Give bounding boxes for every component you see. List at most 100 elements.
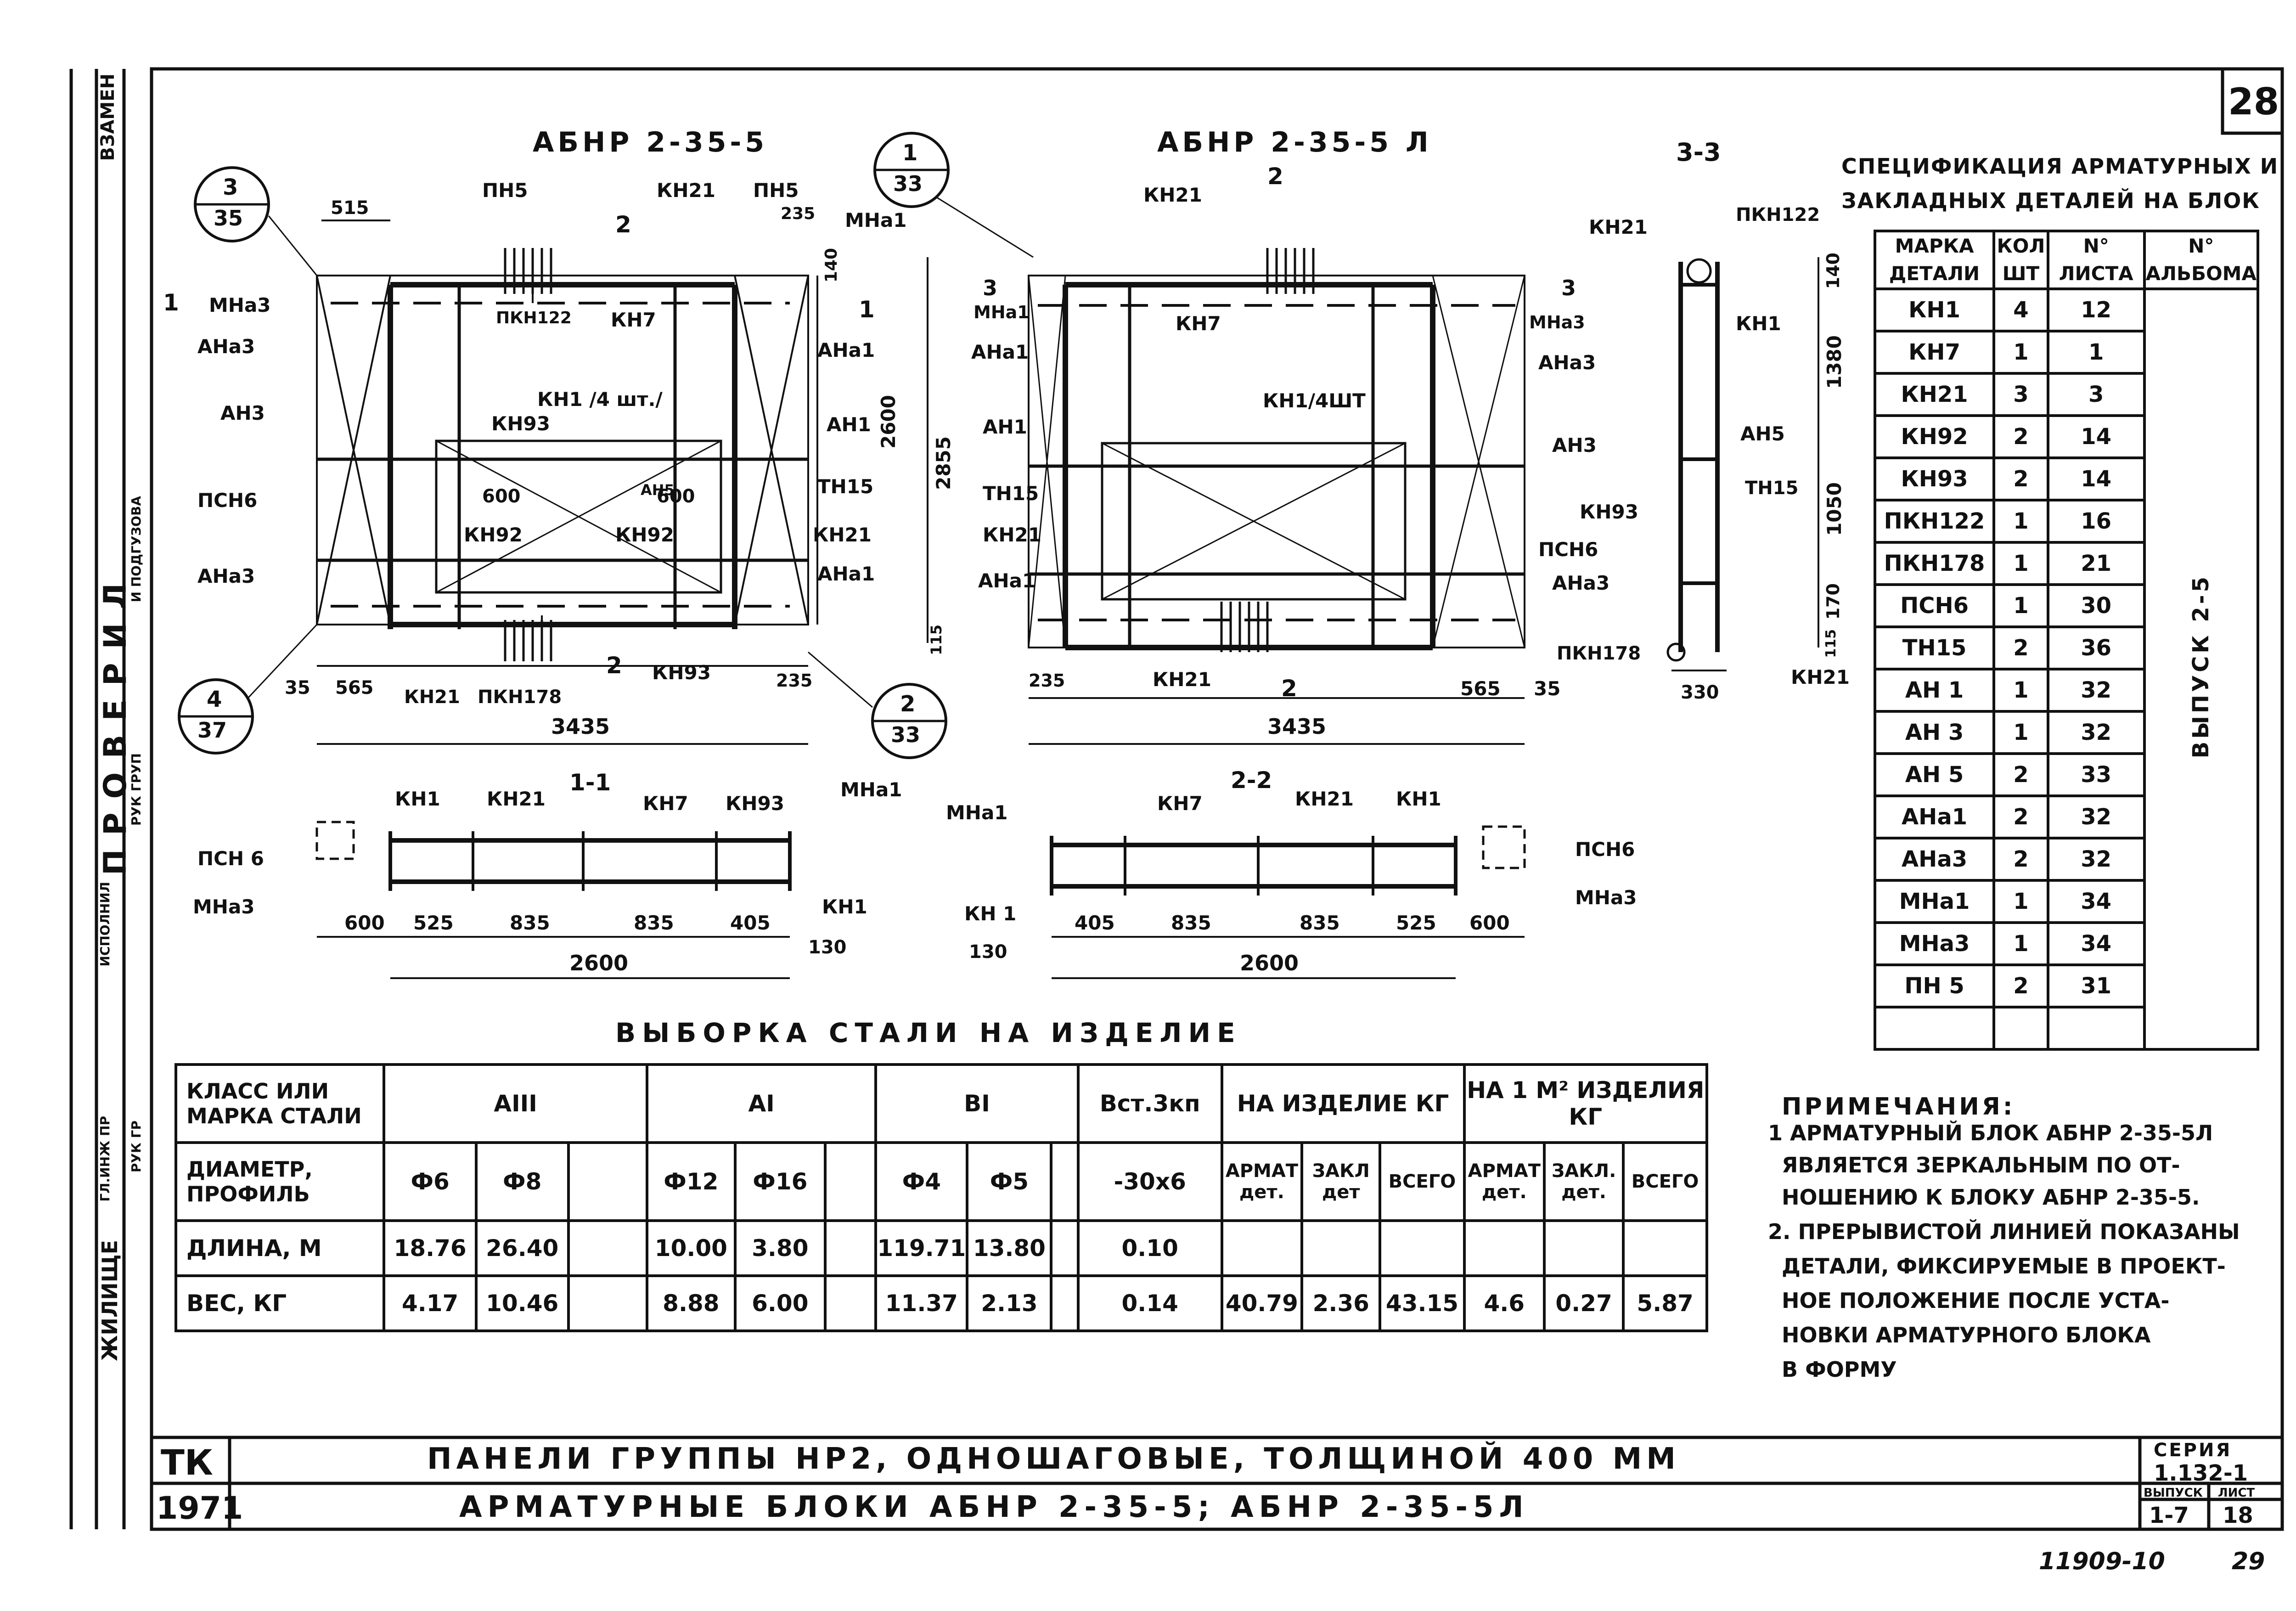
block-a-label: КН7	[611, 309, 656, 331]
section-1-dim: 600	[344, 912, 385, 934]
block-b-label: КН1/4ШТ	[1263, 389, 1366, 412]
block-a-dim: 140	[822, 248, 841, 283]
steel-weight-label: ВЕС, КГ	[174, 1274, 386, 1332]
block-b-dim: 235	[1029, 670, 1065, 691]
spec-cell: 1	[1992, 879, 2049, 924]
stamp-zhilishche: ЖИЛИЩЕ	[97, 1240, 122, 1361]
block-b-label: АНа1	[971, 341, 1029, 363]
spec-header-cell: N°ЛИСТА	[2046, 230, 2146, 290]
block-a-dim: 235	[776, 670, 813, 691]
section-2-drawing	[1050, 825, 1526, 979]
block-a-label: КН21	[657, 179, 715, 202]
block-a-section: 2	[615, 211, 631, 238]
block-b-dim: 3	[1561, 276, 1576, 300]
spec-cell: 1	[1992, 710, 2049, 755]
block-a-label: КН92	[464, 524, 523, 546]
steel-cell: 4.17	[383, 1274, 478, 1332]
steel-sub: АРМАТ дет.	[1463, 1141, 1546, 1222]
section-2-dim: 835	[1171, 912, 1211, 934]
block-a-label: КН1 /4 шт./	[537, 388, 663, 411]
spec-cell: 2	[1992, 794, 2049, 839]
block-a-drawing	[178, 132, 1034, 759]
spec-cell: МНа3	[1873, 921, 1996, 966]
steel-cell: Ф12	[645, 1141, 737, 1222]
block-a-label: АН1	[827, 413, 871, 436]
block-a-dim: 515	[331, 197, 369, 219]
steel-cell: 8.88	[645, 1274, 737, 1332]
block-b-label: АН3	[1552, 434, 1597, 456]
spec-cell: АН 3	[1873, 710, 1996, 755]
steel-cell: 10.00	[645, 1219, 737, 1277]
spec-album: ВЫПУСК 2-5	[2188, 574, 2214, 759]
issue-label: ВЫПУСК	[2144, 1486, 2203, 1500]
callout-top: 4	[207, 687, 222, 712]
stamp-glavn: ГЛ.ИНЖ ПР	[97, 1116, 113, 1202]
footer-page: 29	[2232, 1548, 2265, 1575]
stamp-proveril: ПРОВЕРИЛ	[97, 569, 134, 876]
callout-top: 2	[900, 691, 916, 717]
section-1-dim: 130	[808, 937, 847, 958]
title-year: 1971	[156, 1490, 243, 1527]
callout-bottom: 33	[891, 722, 921, 747]
spec-cell: АНа1	[1873, 794, 1996, 839]
spec-cell: КН7	[1873, 330, 1996, 375]
steel-cell: 3.80	[733, 1219, 827, 1277]
spec-cell: 1	[1992, 330, 2049, 375]
spec-header-cell: N°АЛЬБОМА	[2143, 230, 2260, 290]
note-line: ЯВЛЯЕТСЯ ЗЕРКАЛЬНЫМ ПО ОТ-	[1782, 1153, 2180, 1177]
block-a-dim: 565	[335, 677, 374, 698]
section-3-label: ТН15	[1745, 478, 1799, 499]
steel-cell	[1543, 1219, 1625, 1277]
spec-cell: АН 1	[1873, 668, 1996, 713]
steel-cell	[1220, 1219, 1304, 1277]
stamp-ruk-gr: РУК ГР	[129, 1121, 144, 1173]
steel-class: ВI	[874, 1063, 1080, 1144]
spec-cell: ТН15	[1873, 625, 1996, 670]
spec-cell: 2	[1992, 414, 2049, 459]
block-a-section: 1	[163, 289, 179, 316]
section-1-title: 1-1	[569, 769, 611, 796]
section-3-label: КН1	[1736, 312, 1781, 335]
note-line: В ФОРМУ	[1782, 1357, 1897, 1382]
note-line: ДЕТАЛИ, ФИКСИРУЕМЫЕ В ПРОЕКТ-	[1782, 1254, 2226, 1279]
block-a-dim: 3435	[551, 714, 610, 739]
section-2-label: КН7	[1157, 792, 1203, 815]
steel-cell: Ф16	[733, 1141, 827, 1222]
section-3-dim: 115	[1823, 629, 1839, 658]
steel-cell: 6.00	[733, 1274, 827, 1332]
steel-cell: Ф6	[383, 1141, 478, 1222]
block-a-section: 1	[859, 296, 875, 323]
steel-cell	[1050, 1274, 1080, 1332]
steel-cell	[1622, 1219, 1708, 1277]
block-a-label: МНа1	[845, 209, 907, 231]
spec-cell	[2046, 1006, 2146, 1051]
block-a-section: 2	[606, 652, 622, 679]
block-a-label: АНа1	[817, 563, 875, 585]
steel-sub: АРМАТ дет.	[1220, 1141, 1304, 1222]
section-3-dim: 1380	[1823, 335, 1846, 389]
block-a-dim: 2600	[877, 395, 900, 449]
spec-cell: 2	[1992, 752, 2049, 797]
block-a-label: ПН5	[482, 179, 528, 202]
steel-diam-label: ДИАМЕТР, ПРОФИЛЬ	[174, 1141, 386, 1222]
section-2-dim: 2600	[1240, 951, 1299, 975]
series-value: 1.132-1	[2154, 1460, 2248, 1486]
sheet-value: 18	[2223, 1503, 2253, 1528]
title-line2: АРМАТУРНЫЕ БЛОКИ АБНР 2-35-5; АБНР 2-35-…	[459, 1490, 1529, 1524]
block-a-dim: 2855	[932, 436, 955, 490]
steel-total: 0.27	[1543, 1274, 1625, 1332]
block-b-dim: 3	[983, 276, 998, 300]
block-a-label: МНа3	[209, 294, 271, 316]
section-3-label: КН93	[1580, 501, 1638, 523]
spec-cell: 31	[2046, 963, 2146, 1008]
steel-cell: 119.71	[874, 1219, 969, 1277]
section-2-label: ПСН6	[1575, 838, 1635, 861]
steel-cell: 0.14	[1076, 1274, 1223, 1332]
block-a-label: ПКН122	[496, 309, 572, 327]
